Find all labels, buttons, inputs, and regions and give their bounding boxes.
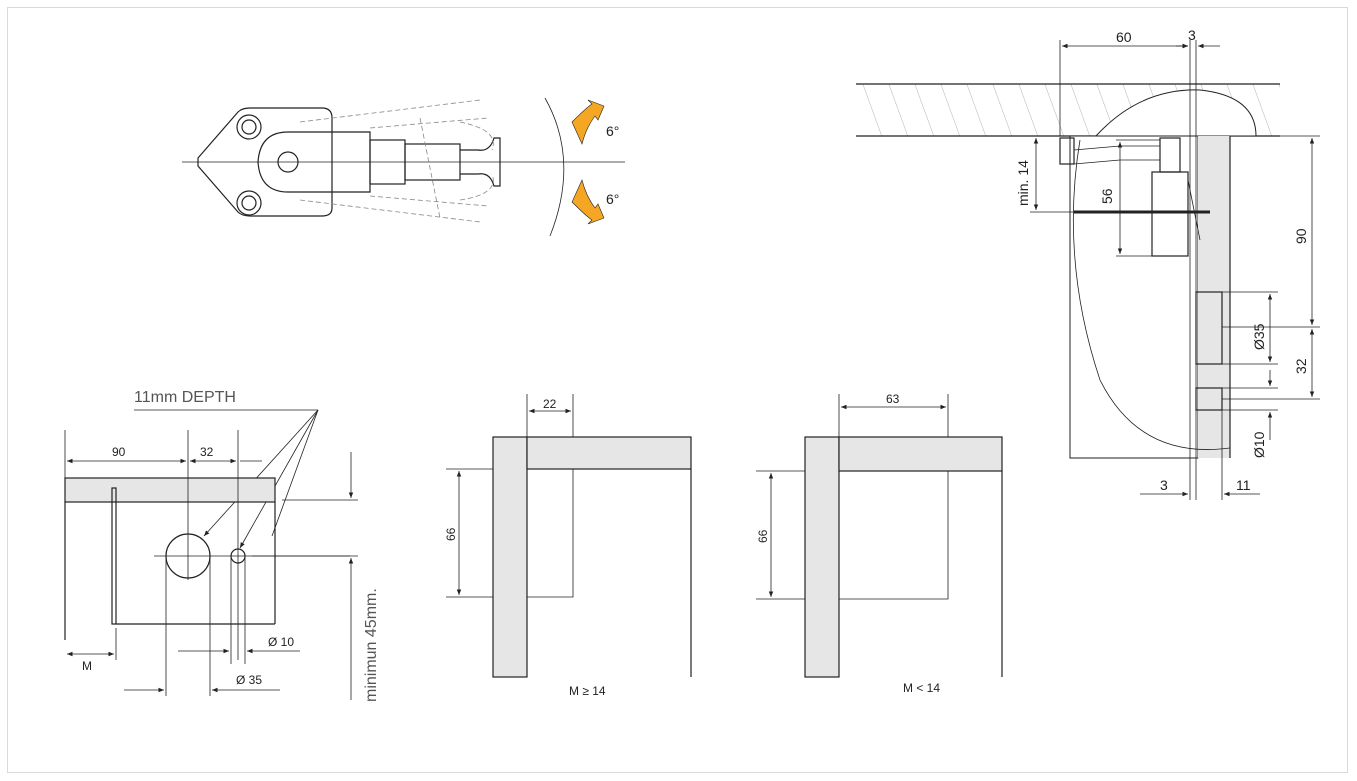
dim-3-top: 3 xyxy=(1188,27,1196,43)
side-section-view: 60 3 min. 14 56 90 32 Ø35 Ø10 3 11 xyxy=(856,27,1320,500)
angle-up-label: 6° xyxy=(606,123,619,139)
door-panel xyxy=(1069,135,1199,459)
edge-cutout xyxy=(1094,89,1257,137)
overlay-detail-m-lt-14: 63 66 M < 14 xyxy=(756,392,1003,695)
hinge-cup-side xyxy=(1151,171,1189,257)
screw-hole-bottom xyxy=(236,190,262,216)
door-a xyxy=(526,436,692,470)
dim-32-left: 32 xyxy=(200,445,214,459)
drilling-detail: 11mm DEPTH 90 32 M Ø 10 Ø 35 xyxy=(64,389,380,702)
door-swing-curve xyxy=(1072,139,1231,450)
dim-66-a: 66 xyxy=(444,527,458,541)
dim-90-right: 90 xyxy=(1293,228,1309,244)
door-b xyxy=(838,436,1003,472)
hinge-top-view: 6° 6° xyxy=(182,97,625,237)
dim-d35-right: Ø35 xyxy=(1251,323,1267,350)
dim-22: 22 xyxy=(543,397,557,411)
dim-56: 56 xyxy=(1099,188,1115,204)
side-panel-b xyxy=(804,436,840,678)
dim-d35-left: Ø 35 xyxy=(236,673,262,687)
rotate-down-arrow xyxy=(571,179,605,225)
pivot-hole xyxy=(277,151,299,173)
hinge-arm xyxy=(257,131,371,193)
dim-min14: min. 14 xyxy=(1015,160,1031,206)
overlay-detail-m-ge-14: 22 66 M ≥ 14 xyxy=(444,394,692,698)
condition-m-lt-14: M < 14 xyxy=(903,681,940,695)
door-edge xyxy=(64,477,276,503)
screw-hole-top xyxy=(236,114,262,140)
swing-arc xyxy=(544,97,565,237)
dim-32-right: 32 xyxy=(1293,358,1309,374)
drawing-frame xyxy=(7,7,1348,773)
rotate-up-arrow xyxy=(571,99,605,145)
dim-d10-left: Ø 10 xyxy=(268,635,294,649)
dim-60: 60 xyxy=(1116,29,1132,45)
angle-down-label: 6° xyxy=(606,191,619,207)
hinge-plate xyxy=(197,107,333,217)
dim-90-left: 90 xyxy=(112,445,126,459)
dim-66-b: 66 xyxy=(756,529,770,543)
depth-note: 11mm DEPTH xyxy=(134,389,236,406)
side-panel xyxy=(1198,136,1230,458)
dim-3-bottom: 3 xyxy=(1160,477,1168,493)
dim-63: 63 xyxy=(886,392,900,406)
dim-11-bottom: 11 xyxy=(1236,477,1251,493)
condition-m-ge-14: M ≥ 14 xyxy=(569,684,606,698)
min-45-note: minimun 45mm. xyxy=(363,588,380,702)
side-panel-a xyxy=(492,436,528,678)
dim-m-left: M xyxy=(82,659,92,673)
dim-d10-right: Ø10 xyxy=(1251,431,1267,458)
